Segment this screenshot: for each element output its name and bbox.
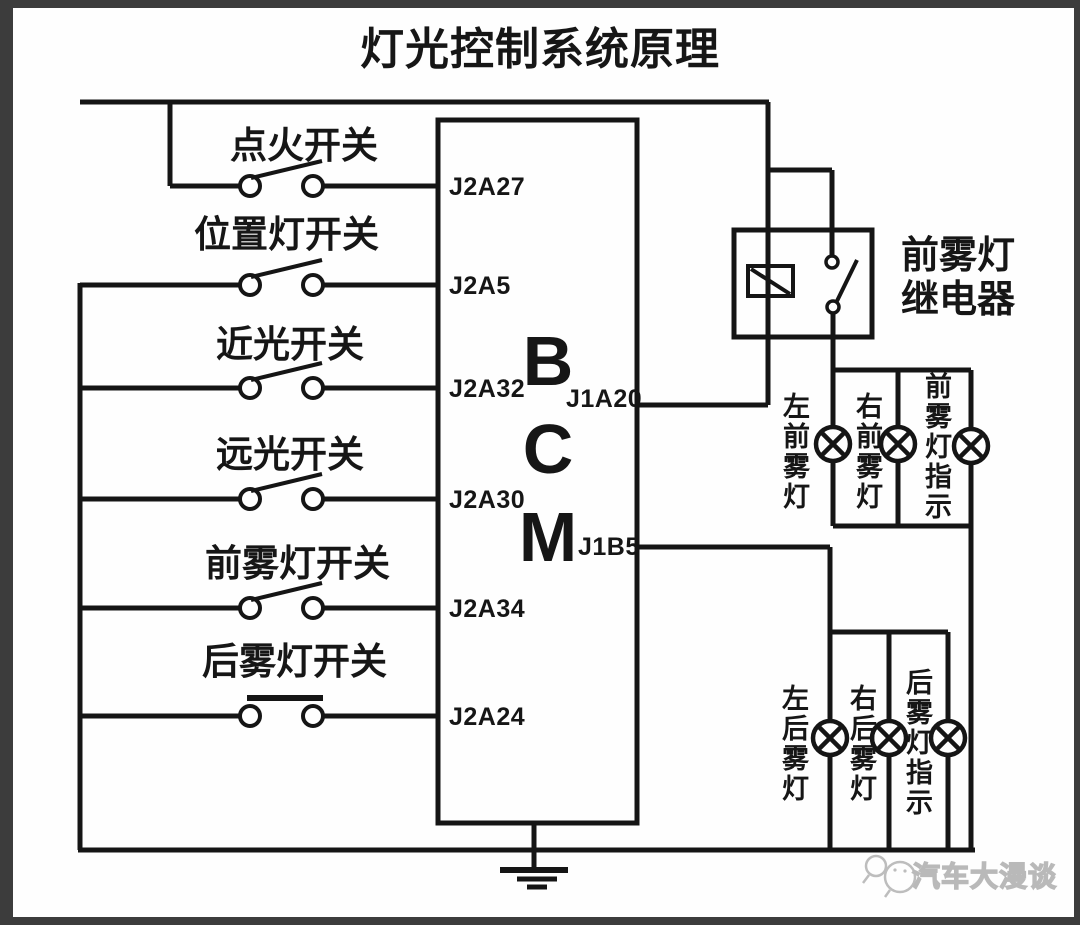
- rearfog-switch-label: 后雾灯开关: [202, 641, 387, 682]
- pin-label-j2a32: J2A32: [449, 375, 526, 403]
- frontfog-switch-label: 前雾灯开关: [205, 543, 390, 584]
- relay-contact-feed-wire: [768, 167, 835, 256]
- ground-symbol: [500, 867, 568, 890]
- frame-border-bottom: [0, 917, 1080, 925]
- frame-border-right: [1074, 0, 1080, 925]
- lamp-symbols: [810, 424, 991, 758]
- pin-label-j2a5: J2A5: [449, 272, 511, 300]
- bcm-letter-c: C: [522, 410, 574, 488]
- ignition-switch-label: 点火开关: [230, 125, 378, 166]
- frame-border-left: [0, 0, 13, 925]
- relay-switch: [824, 254, 859, 315]
- frame-border-top: [0, 0, 1080, 8]
- lowbeam-switch-label: 近光开关: [216, 324, 364, 365]
- pin-label-j2a34: J2A34: [449, 595, 526, 623]
- front-fog-indicator-lamp-label: 前雾灯指示: [921, 372, 951, 522]
- left-rear-fog-lamp-symbol: [810, 718, 850, 758]
- right-front-fog-lamp-symbol: [878, 424, 918, 464]
- watermark-logo-icon: [862, 854, 917, 898]
- bcm-letter-m: M: [518, 498, 578, 576]
- switch-levers: [250, 159, 323, 602]
- j1b5-wire: [637, 544, 833, 850]
- highbeam-switch-label: 远光开关: [216, 434, 364, 475]
- right-front-fog-lamp-label: 右前雾灯: [852, 392, 882, 512]
- right-rear-fog-lamp-symbol: [869, 718, 909, 758]
- rear-fog-indicator-lamp-symbol: [928, 718, 968, 758]
- relay-label-line2: 继电器: [901, 279, 1016, 321]
- rear-fog-indicator-lamp-label: 后雾灯指示: [902, 668, 932, 818]
- watermark-text: 汽车大漫谈: [911, 861, 1058, 892]
- switch-contacts: [238, 174, 325, 728]
- pin-label-j2a27: J2A27: [449, 173, 526, 201]
- page-title: 灯光控制系统原理: [360, 25, 720, 74]
- position-switch-label: 位置灯开关: [194, 214, 379, 255]
- pin-label-j2a30: J2A30: [449, 486, 526, 514]
- front-fog-indicator-lamp-symbol: [951, 426, 991, 466]
- right-rear-fog-lamp-label: 右后雾灯: [846, 684, 876, 804]
- left-front-fog-lamp-label: 左前雾灯: [779, 392, 809, 512]
- bcm-module-label: B C M: [516, 326, 580, 572]
- front-fog-relay-label: 前雾灯 继电器: [901, 234, 1015, 322]
- bcm-letter-b: B: [522, 322, 574, 400]
- pin-label-j2a24: J2A24: [449, 703, 526, 731]
- pin-label-j1a20: J1A20: [566, 385, 643, 413]
- left-rear-fog-lamp-label: 左后雾灯: [778, 684, 808, 804]
- bcm-box: [435, 117, 640, 826]
- relay-label-line1: 前雾灯: [901, 235, 1016, 277]
- pin-label-j1b5: J1B5: [578, 533, 640, 561]
- left-front-fog-lamp-symbol: [813, 424, 853, 464]
